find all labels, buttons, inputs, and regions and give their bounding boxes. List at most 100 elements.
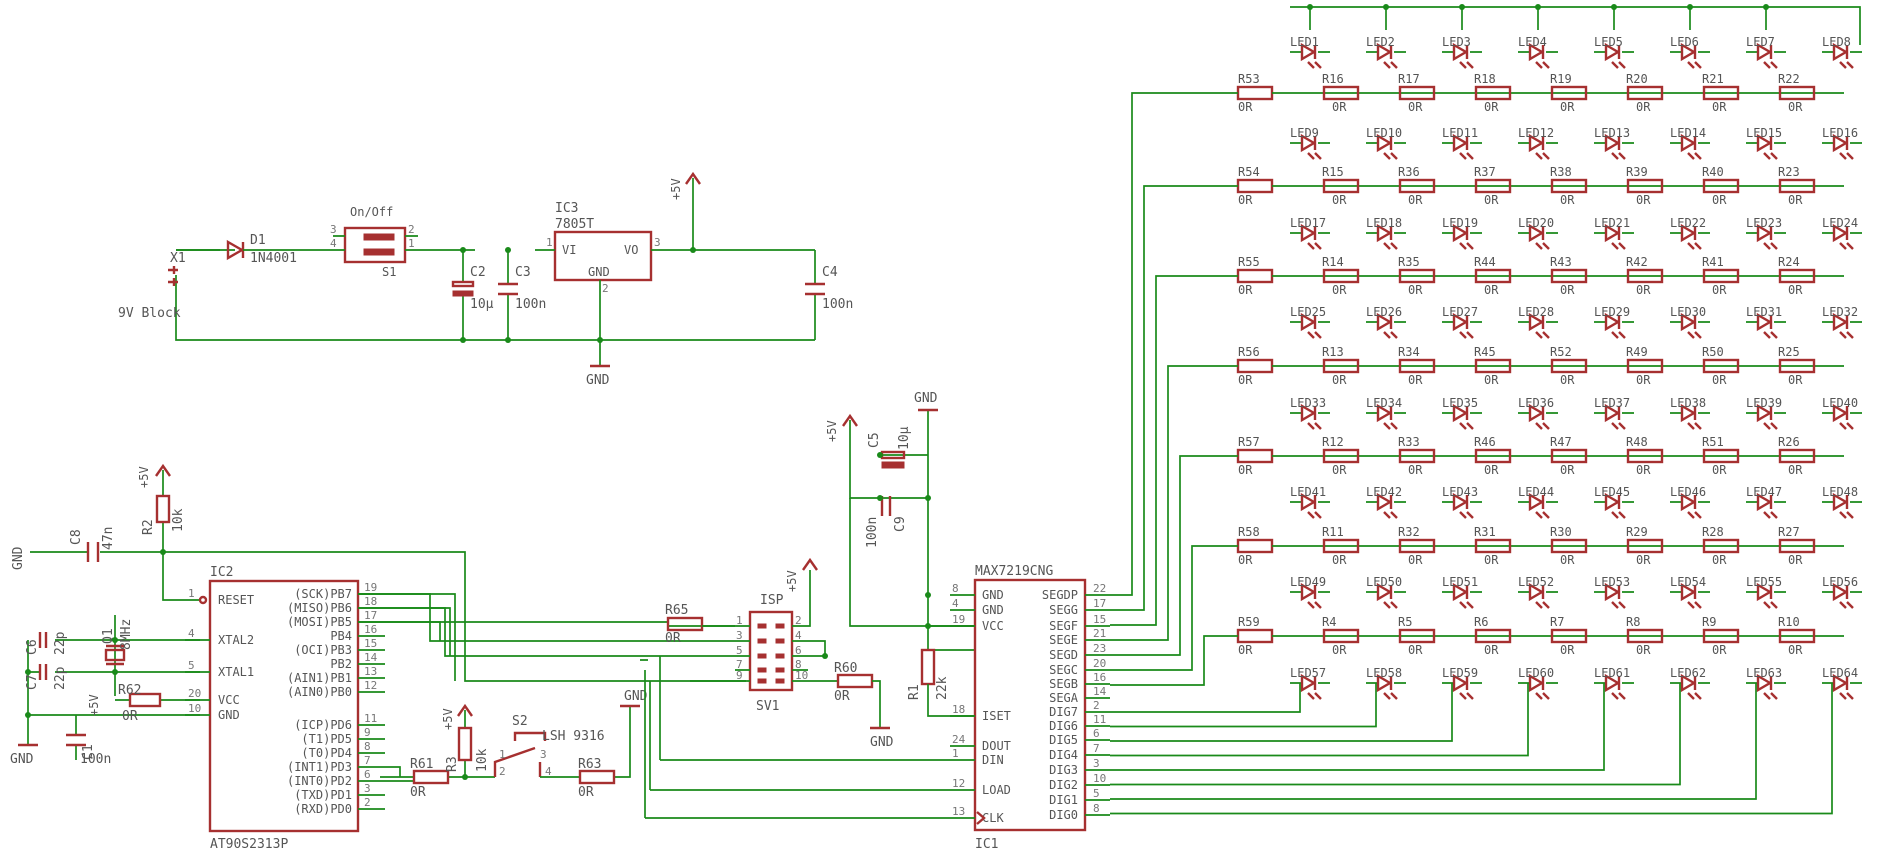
led-label: LED21 (1594, 216, 1630, 230)
matrix-resistor-value: 0R (1788, 643, 1803, 657)
ic2-right-pin-num: 16 (364, 623, 377, 636)
row-resistor-name: R57 (1238, 435, 1260, 449)
led: LED2 (1366, 35, 1406, 69)
ic2-left-pin-num: 5 (188, 659, 195, 672)
switch-pin-1: 1 (408, 237, 415, 250)
c6-value: 22p (53, 631, 68, 655)
r65-value: 0R (665, 631, 681, 646)
led-label: LED43 (1442, 485, 1478, 499)
c8-name: C8 (69, 529, 84, 545)
ic1-left-pin-label: CLK (982, 811, 1004, 825)
driver-supply: +5V (825, 420, 839, 442)
ic1-left-pin-num: 4 (952, 597, 959, 610)
c1-value: 100n (80, 752, 111, 767)
matrix-resistor-value: 0R (1332, 373, 1347, 387)
ic1-right-pin-label: SEGB (1049, 677, 1078, 691)
ic1-left-pin-num: 13 (952, 805, 965, 818)
ic1-left-pin-label: GND (982, 603, 1004, 617)
led: LED15 (1746, 126, 1786, 160)
c9-value: 100n (865, 517, 880, 548)
ic1-right-pin-num: 15 (1093, 613, 1106, 626)
ic1-right-pin-label: DIG7 (1049, 705, 1078, 719)
row-resistor-value: 0R (1238, 553, 1253, 567)
led-label: LED46 (1670, 485, 1706, 499)
matrix-resistor-value: 0R (1636, 193, 1651, 207)
led-label: LED55 (1746, 575, 1782, 589)
c7-value: 22p (53, 666, 68, 690)
matrix-resistor-name: R44 (1474, 255, 1496, 269)
led: LED6 (1670, 35, 1710, 69)
matrix-resistor-name: R26 (1778, 435, 1800, 449)
matrix-resistor-value: 0R (1712, 463, 1727, 477)
matrix-resistor-name: R50 (1702, 345, 1724, 359)
led-label: LED1 (1290, 35, 1319, 49)
led-label: LED15 (1746, 126, 1782, 140)
matrix-resistor-value: 0R (1484, 643, 1499, 657)
led: LED18 (1366, 216, 1406, 250)
c3-name: C3 (515, 265, 531, 280)
switch-pin-2: 2 (408, 223, 415, 236)
matrix-resistor (1702, 358, 1740, 374)
led: LED57 (1290, 666, 1330, 700)
row-resistor-name: R54 (1238, 165, 1260, 179)
led-label: LED30 (1670, 305, 1706, 319)
matrix-resistor-value: 0R (1788, 463, 1803, 477)
matrix-resistor-name: R51 (1702, 435, 1724, 449)
s2-gnd: GND (624, 689, 648, 704)
matrix-resistor-value: 0R (1560, 100, 1575, 114)
led: LED22 (1670, 216, 1710, 250)
ic3-pin-2: 2 (602, 282, 609, 295)
q1-value: 8MHz (119, 619, 134, 650)
s2-name: S2 (512, 714, 528, 729)
ic1-right-pin-label: DIG4 (1049, 748, 1078, 762)
led: LED33 (1290, 396, 1330, 430)
matrix-resistor-name: R4 (1322, 615, 1336, 629)
matrix-resistor-name: R46 (1474, 435, 1496, 449)
matrix-resistor-value: 0R (1408, 553, 1423, 567)
matrix-resistor (1550, 268, 1588, 284)
row-resistor-value: 0R (1238, 100, 1253, 114)
matrix-resistor (1474, 85, 1512, 101)
matrix-resistor (1322, 448, 1360, 464)
led: LED34 (1366, 396, 1406, 430)
matrix-resistor-value: 0R (1560, 193, 1575, 207)
matrix-resistor (1474, 628, 1512, 644)
matrix-resistor-name: R15 (1322, 165, 1344, 179)
matrix-resistor (1550, 448, 1588, 464)
matrix-resistor (1778, 628, 1816, 644)
led-label: LED9 (1290, 126, 1319, 140)
matrix-resistor-name: R8 (1626, 615, 1640, 629)
led-label: LED56 (1822, 575, 1858, 589)
led-label: LED57 (1290, 666, 1326, 680)
isp-pin-right: 10 (795, 669, 808, 682)
matrix-resistor (1626, 628, 1664, 644)
led-label: LED62 (1670, 666, 1706, 680)
matrix-resistor-value: 0R (1788, 373, 1803, 387)
ic1-right-pin-num: 20 (1093, 657, 1106, 670)
c2-value: 10µ (470, 297, 494, 312)
isp-pin-left: 9 (736, 669, 743, 682)
led: LED56 (1822, 575, 1862, 609)
ic2-right-pin-num: 9 (364, 726, 371, 739)
ic2-right-pin-label: (MISO)PB6 (287, 601, 352, 615)
led: LED5 (1594, 35, 1634, 69)
r2-value: 10k (171, 508, 186, 532)
led: LED36 (1518, 396, 1558, 430)
r3-name: R3 (445, 756, 460, 772)
matrix-resistor (1322, 85, 1360, 101)
ic2-right-pin-num: 18 (364, 595, 377, 608)
isp-pin-left: 3 (736, 629, 743, 642)
matrix-resistor (1474, 538, 1512, 554)
ic1-left-pin-label: ISET (982, 709, 1011, 723)
ic1-right-pin-num: 7 (1093, 742, 1100, 755)
ic1-right-pin-num: 22 (1093, 582, 1106, 595)
led: LED19 (1442, 216, 1482, 250)
row-resistor-name: R53 (1238, 72, 1260, 86)
matrix-resistor-name: R42 (1626, 255, 1648, 269)
matrix-resistor-value: 0R (1408, 373, 1423, 387)
matrix-resistor-value: 0R (1712, 100, 1727, 114)
matrix-resistor-value: 0R (1712, 193, 1727, 207)
ic2-right-pin-label: (MOSI)PB5 (287, 615, 352, 629)
mcu-section: GND C8 47n R2 10k +5V IC2 AT90S2313P RES… (10, 463, 746, 852)
led-label: LED5 (1594, 35, 1623, 49)
